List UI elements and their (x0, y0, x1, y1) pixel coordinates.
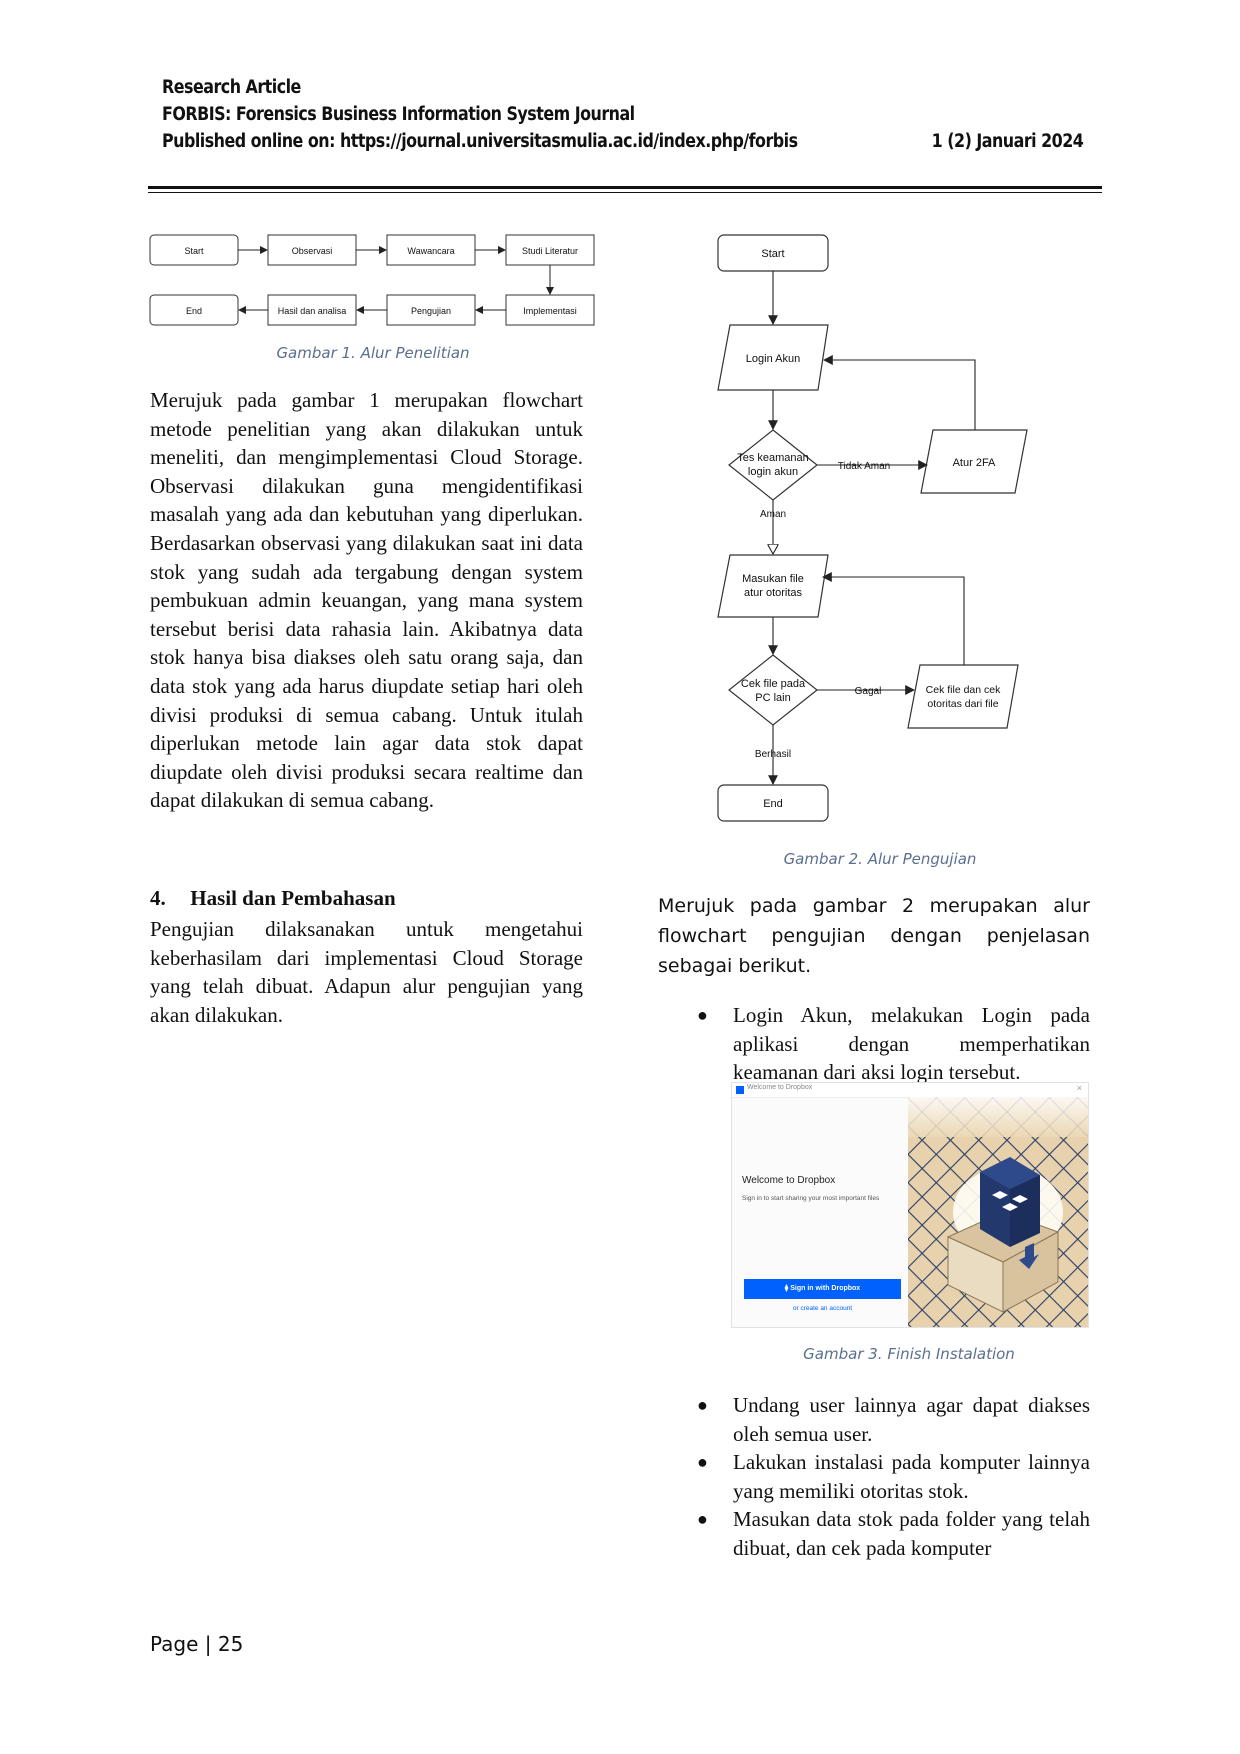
fig1-node-studi-literatur: Studi Literatur (522, 246, 578, 256)
bullet-text: Login Akun, melakukan Login pada aplikas… (733, 1003, 1090, 1085)
fig1-node-pengujian: Pengujian (411, 306, 451, 316)
fig1-node-observasi: Observasi (292, 246, 333, 256)
fig2-cek-label-1: Cek file pada (741, 678, 806, 690)
figure-2-flowchart: Start Login Akun Tes keamanan login akun… (717, 234, 1028, 822)
fig2-berhasil-label: Berhasil (755, 749, 791, 760)
bullet-item: ● Login Akun, melakukan Login pada aplika… (697, 1001, 1090, 1087)
fig2-masukan-label-2: atur otoritas (744, 587, 803, 599)
bullet-dot-icon: ● (697, 1452, 708, 1473)
bullet-item: ● Masukan data stok pada folder yang tela… (697, 1505, 1090, 1562)
bullet-list-a: ● Login Akun, melakukan Login pada aplika… (697, 1001, 1090, 1087)
page-footer: Page | 25 (150, 1632, 243, 1656)
sign-in-button[interactable]: ⧫ Sign in with Dropbox (744, 1279, 901, 1299)
page-separator: | (204, 1632, 212, 1656)
header-rule-thin (148, 192, 1102, 193)
fig2-masukan-label-1: Masukan file (742, 573, 804, 585)
dropbox-subtitle: Sign in to start sharing your most impor… (742, 1195, 880, 1202)
fig2-atur-shape (920, 429, 1028, 494)
journal-url[interactable]: Published online on: https://journal.uni… (162, 131, 798, 152)
fig2-cekfile-label-2: otoritas dari file (927, 698, 998, 710)
create-account-link[interactable]: or create an account (792, 1305, 853, 1312)
right-paragraph: Merujuk pada gambar 2 merupakan alur flo… (658, 895, 1090, 977)
dropbox-window-title: Welcome to Dropbox (747, 1084, 813, 1091)
left-paragraph: Merujuk pada gambar 1 merupakan flowchar… (150, 388, 583, 813)
figure-3-caption: Gambar 3. Finish Instalation (803, 1345, 1015, 1363)
section-4-title: Hasil dan Pembahasan (190, 886, 396, 910)
bullet-text: Lakukan instalasi pada komputer lainnya … (733, 1450, 1090, 1503)
bullet-text: Undang user lainnya agar dapat diakses o… (733, 1393, 1090, 1446)
bullet-dot-icon: ● (697, 1005, 708, 1025)
fig2-aman-label: Aman (760, 509, 786, 520)
fig2-login-shape (717, 324, 829, 391)
bullet-list-b: ● Undang user lainnya agar dapat diakses … (697, 1391, 1090, 1563)
fig2-tes-label-2: login akun (748, 466, 798, 478)
page-label: Page (150, 1632, 199, 1656)
fig2-cekfile-label-1: Cek file dan cek (926, 684, 1001, 696)
fig1-node-implementasi: Implementasi (523, 306, 577, 316)
fig2-login-label: Login Akun (746, 353, 800, 365)
fig2-tes-label-1: Tes keamanan (737, 452, 809, 464)
close-icon[interactable]: × (1076, 1083, 1082, 1093)
fig2-start-label: Start (761, 248, 784, 260)
header-rule-thick (148, 186, 1102, 189)
fig2-tes-shape (728, 429, 818, 501)
fig2-end-label: End (763, 798, 783, 810)
fig1-node-end: End (186, 306, 202, 316)
sign-in-button-label: Sign in with Dropbox (790, 1285, 861, 1292)
fig1-node-start: Start (184, 246, 204, 256)
figure-3-screenshot: Welcome to Dropbox × Welcome to Dropbox … (731, 1082, 1089, 1328)
dropbox-box-illustration (908, 1097, 1088, 1327)
figure-2-caption: Gambar 2. Alur Pengujian (783, 850, 977, 868)
dropbox-logo-icon: ⧫ (784, 1285, 791, 1292)
bullet-item: ● Lakukan instalasi pada komputer lainnya… (697, 1448, 1090, 1505)
fig2-tidak-aman-label: Tidak Aman (838, 461, 890, 472)
bullet-text: Masukan data stok pada folder yang telah… (733, 1507, 1090, 1560)
dropbox-titlebar: Welcome to Dropbox × (732, 1083, 1088, 1098)
figure-1-caption: Gambar 1. Alur Penelitian (276, 344, 470, 362)
journal-name: FORBIS: Forensics Business Information S… (162, 104, 635, 125)
fig2-cekfile-shape (907, 664, 1019, 729)
fig1-node-wawancara: Wawancara (407, 246, 454, 256)
bullet-item: ● Undang user lainnya agar dapat diakses … (697, 1391, 1090, 1448)
fig2-atur-label: Atur 2FA (953, 457, 996, 469)
dropbox-app-icon (736, 1086, 744, 1094)
dropbox-heading: Welcome to Dropbox (742, 1175, 836, 1186)
fig2-cek-shape (728, 654, 818, 726)
journal-issue: 1 (2) Januari 2024 (931, 131, 1083, 152)
fig2-masukan-shape (717, 554, 829, 618)
fig2-cek-label-2: PC lain (755, 692, 790, 704)
journal-article-type: Research Article (162, 77, 301, 98)
section-4-number: 4. (150, 886, 166, 910)
page-number: 25 (217, 1632, 244, 1656)
section-4-paragraph: Pengujian dilaksanakan untuk mengetahui … (150, 917, 583, 1027)
section-4-heading: 4. Hasil dan Pembahasan (150, 886, 396, 911)
fig1-node-hasil: Hasil dan analisa (278, 306, 347, 316)
fig2-gagal-label: Gagal (855, 686, 882, 697)
bullet-dot-icon: ● (697, 1509, 708, 1530)
figure-1-flowchart: Start Observasi Wawancara Studi Literatu… (149, 234, 595, 326)
bullet-dot-icon: ● (697, 1395, 708, 1415)
